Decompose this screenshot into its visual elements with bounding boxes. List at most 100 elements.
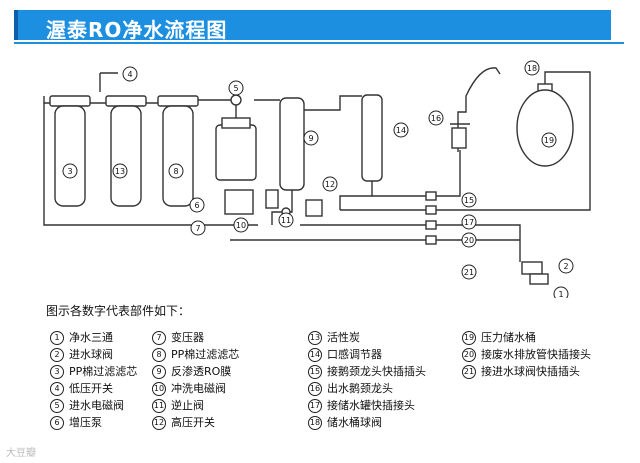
legend-number: 4 [50, 382, 64, 396]
callout-5: 5 [228, 80, 244, 96]
legend-label: 变压器 [171, 331, 204, 344]
legend-label: 进水电磁阀 [69, 399, 124, 412]
legend-label: 冲洗电磁阀 [171, 382, 226, 395]
legend-number: 19 [462, 331, 476, 345]
legend-label: 接进水球阀快插插头 [481, 365, 580, 378]
callout-3: 3 [62, 163, 78, 179]
legend-number: 8 [152, 348, 166, 362]
legend-item-4: 4 低压开关 [50, 382, 113, 396]
legend-number: 10 [152, 382, 166, 396]
legend-label: PP棉过滤滤芯 [69, 365, 138, 378]
svg-text:19: 19 [544, 136, 554, 145]
title-underline [14, 42, 624, 44]
title-bar [14, 10, 611, 40]
legend-item-16: 16 出水鹅颈龙头 [308, 382, 393, 396]
callout-1: 1 [553, 286, 569, 298]
legend-item-15: 15 接鹅颈龙头快插插头 [308, 365, 426, 379]
legend-item-17: 17 接储水罐快插接头 [308, 399, 415, 413]
legend-item-21: 21 接进水球阀快插插头 [462, 365, 580, 379]
legend-item-20: 20 接废水排放管快插接头 [462, 348, 591, 362]
legend-number: 14 [308, 348, 322, 362]
svg-text:8: 8 [173, 167, 178, 176]
callout-21: 21 [461, 264, 477, 280]
legend-number: 16 [308, 382, 322, 396]
callout-16: 16 [428, 110, 444, 126]
legend-number: 18 [308, 416, 322, 430]
svg-text:12: 12 [325, 180, 335, 189]
callout-15: 15 [461, 192, 477, 208]
callout-18: 18 [524, 60, 540, 76]
callout-13: 13 [112, 163, 128, 179]
legend-label: 低压开关 [69, 382, 113, 395]
legend-item-12: 12 高压开关 [152, 416, 215, 430]
legend-label: 口感调节器 [327, 348, 382, 361]
legend-label: 进水球阀 [69, 348, 113, 361]
legend-number: 9 [152, 365, 166, 379]
legend-number: 1 [50, 331, 64, 345]
legend-label: 接鹅颈龙头快插插头 [327, 365, 426, 378]
callout-20: 20 [461, 232, 477, 248]
legend-item-3: 3 PP棉过滤滤芯 [50, 365, 137, 379]
callout-11: 11 [278, 212, 294, 228]
legend-item-14: 14 口感调节器 [308, 348, 382, 362]
legend-label: PP棉过滤滤芯 [171, 348, 240, 361]
legend-number: 5 [50, 399, 64, 413]
callout-10: 10 [233, 217, 249, 233]
callout-9: 9 [303, 130, 319, 146]
legend-number: 17 [308, 399, 322, 413]
svg-text:3: 3 [67, 167, 72, 176]
callout-14: 14 [393, 122, 409, 138]
callout-19: 19 [541, 132, 557, 148]
svg-text:18: 18 [527, 64, 537, 73]
legend-label: 增压泵 [69, 416, 102, 429]
legend-number: 2 [50, 348, 64, 362]
legend-item-9: 9 反渗透RO膜 [152, 365, 231, 379]
legend-item-5: 5 进水电磁阀 [50, 399, 124, 413]
legend-label: 接废水排放管快插接头 [481, 348, 591, 361]
legend-item-2: 2 进水球阀 [50, 348, 113, 362]
legend-item-18: 18 储水桶球阀 [308, 416, 382, 430]
legend-number: 3 [50, 365, 64, 379]
legend-item-6: 6 增压泵 [50, 416, 102, 430]
legend-item-7: 7 变压器 [152, 331, 204, 345]
svg-text:4: 4 [127, 70, 132, 79]
legend-number: 21 [462, 365, 476, 379]
legend-label: 出水鹅颈龙头 [327, 382, 393, 395]
callout-4: 4 [122, 66, 138, 82]
legend-number: 7 [152, 331, 166, 345]
legend-number: 20 [462, 348, 476, 362]
svg-text:7: 7 [195, 224, 200, 233]
watermark: 大豆瓣 [6, 448, 36, 459]
svg-text:13: 13 [115, 167, 125, 176]
legend-number: 15 [308, 365, 322, 379]
legend-item-13: 13 活性炭 [308, 331, 360, 345]
legend-label: 活性炭 [327, 331, 360, 344]
legend-label: 反渗透RO膜 [171, 365, 232, 378]
svg-text:11: 11 [281, 216, 291, 225]
legend-number: 12 [152, 416, 166, 430]
svg-text:5: 5 [233, 84, 238, 93]
legend-label: 接储水罐快插接头 [327, 399, 415, 412]
legend-item-10: 10 冲洗电磁阀 [152, 382, 226, 396]
legend-label: 储水桶球阀 [327, 416, 382, 429]
legend-item-8: 8 PP棉过滤滤芯 [152, 348, 239, 362]
svg-text:9: 9 [308, 134, 313, 143]
svg-text:15: 15 [464, 196, 474, 205]
svg-text:10: 10 [236, 221, 246, 230]
svg-text:14: 14 [396, 126, 406, 135]
svg-text:20: 20 [464, 236, 474, 245]
legend-number: 13 [308, 331, 322, 345]
svg-text:1: 1 [558, 290, 563, 298]
legend-label: 高压开关 [171, 416, 215, 429]
legend-number: 11 [152, 399, 166, 413]
legend-number: 6 [50, 416, 64, 430]
svg-text:2: 2 [563, 262, 568, 271]
svg-text:21: 21 [464, 268, 474, 277]
callout-17: 17 [461, 214, 477, 230]
svg-text:6: 6 [194, 201, 199, 210]
page-title: 渥泰RO净水流程图 [46, 18, 228, 42]
